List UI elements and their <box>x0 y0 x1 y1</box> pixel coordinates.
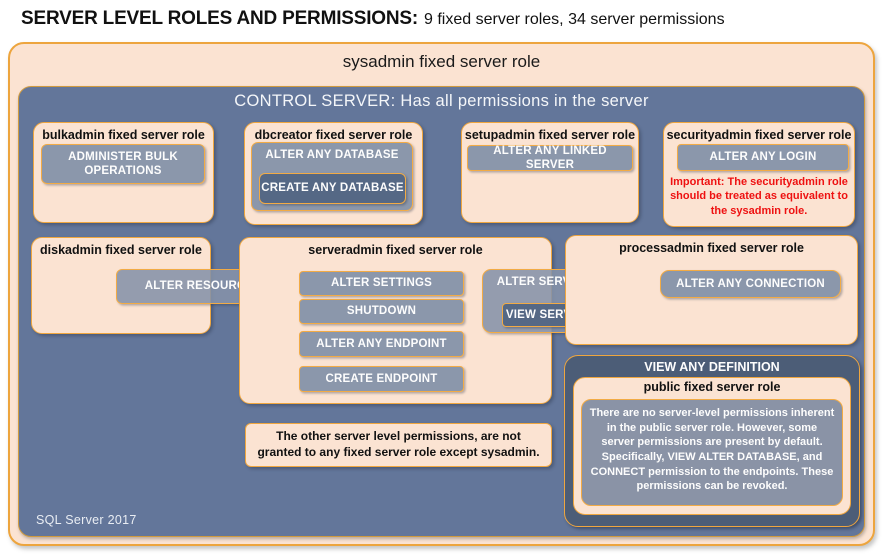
bulkadmin-role-title: bulkadmin fixed server role <box>42 128 205 142</box>
sysadmin-role-label: sysadmin fixed server role <box>342 52 541 71</box>
permission-view-any-definition: VIEW ANY DEFINITION <box>644 360 780 374</box>
diskadmin-role-title: diskadmin fixed server role <box>40 243 202 257</box>
page-title-sub: 9 fixed server roles, 34 server permissi… <box>424 11 725 28</box>
permission-administer-bulk-operations: ADMINISTER BULK OPERATIONS <box>41 144 205 184</box>
permission-create-any-database: CREATE ANY DATABASE <box>259 173 406 204</box>
permission-alter-any-login: ALTER ANY LOGIN <box>677 144 849 171</box>
permission-alter-settings: ALTER SETTINGS <box>299 271 464 296</box>
public-role-description: There are no server-level permissions in… <box>581 399 843 506</box>
permission-alter-any-endpoint: ALTER ANY ENDPOINT <box>299 331 464 357</box>
permission-alter-any-linked-server: ALTER ANY LINKED SERVER <box>467 145 633 171</box>
setupadmin-role-box: setupadmin fixed server role <box>461 122 639 223</box>
control-server-label: CONTROL SERVER: Has all permissions in t… <box>234 92 649 110</box>
securityadmin-role-box: securityadmin fixed server role <box>663 122 855 227</box>
public-role-title: public fixed server role <box>643 380 781 394</box>
permission-alter-any-connection: ALTER ANY CONNECTION <box>660 270 841 298</box>
processadmin-role-title: processadmin fixed server role <box>619 241 804 255</box>
setupadmin-role-title: setupadmin fixed server role <box>464 128 636 142</box>
sql-server-version-label: SQL Server 2017 <box>36 513 137 527</box>
permission-create-endpoint: CREATE ENDPOINT <box>299 366 464 392</box>
other-permissions-note: The other server level permissions, are … <box>245 423 552 467</box>
serveradmin-role-title: serveradmin fixed server role <box>308 243 483 257</box>
dbcreator-role-title: dbcreator fixed server role <box>254 128 413 142</box>
securityadmin-warning-text: Important: The securityadmin role should… <box>670 176 848 217</box>
page-title-main: SERVER LEVEL ROLES AND PERMISSIONS: <box>21 8 419 29</box>
diskadmin-role-box: diskadmin fixed server role <box>31 237 211 334</box>
securityadmin-role-title: securityadmin fixed server role <box>666 128 852 142</box>
page-title: SERVER LEVEL ROLES AND PERMISSIONS: 9 fix… <box>21 8 861 30</box>
permission-shutdown: SHUTDOWN <box>299 299 464 324</box>
